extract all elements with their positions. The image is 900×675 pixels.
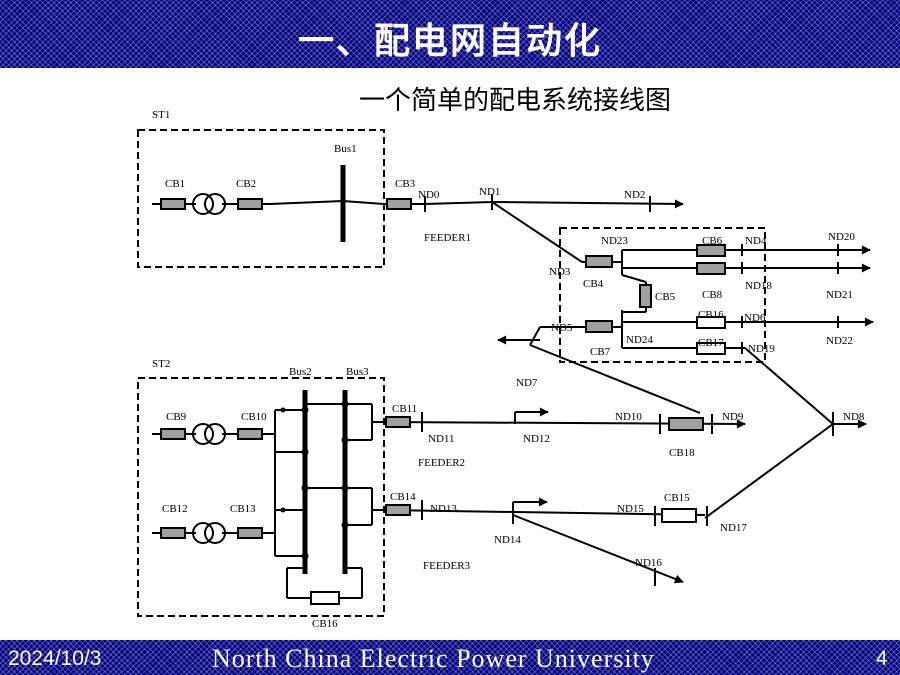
breaker-cb7: [585, 320, 613, 333]
label-feeder2: FEEDER2: [418, 457, 465, 469]
label-nd0: ND0: [418, 189, 440, 201]
transformer-st2-upper: [192, 423, 226, 445]
breaker-cb18: [668, 417, 704, 431]
switch-zone-box: [559, 227, 766, 363]
breaker-cb9: [160, 428, 186, 440]
label-nd1: ND1: [479, 186, 500, 198]
distribution-wiring-diagram: ST1 ST2 Bus1 Bus2 Bus3 FEEDER1 FEEDER2 F…: [137, 109, 874, 630]
breaker-cb5: [639, 284, 652, 308]
label-nd5: ND5: [551, 322, 573, 334]
label-nd8: ND8: [843, 411, 865, 423]
label-feeder3: FEEDER3: [423, 560, 471, 572]
label-bus3: Bus3: [346, 366, 369, 378]
label-nd21: ND21: [826, 289, 853, 301]
label-nd13: ND13: [430, 503, 457, 515]
label-nd10: ND10: [615, 411, 642, 423]
breaker-cb17: [696, 342, 726, 355]
label-cb16-tie: CB16: [312, 618, 338, 630]
label-cb9: CB9: [166, 411, 187, 423]
diagram-subtitle: 一个简单的配电系统接线图: [358, 86, 671, 116]
label-cb5: CB5: [655, 291, 676, 303]
transformer-st1: [192, 193, 226, 215]
label-nd15: ND15: [617, 503, 644, 515]
page-number: 4: [876, 647, 888, 670]
label-nd2: ND2: [624, 189, 645, 201]
label-st1: ST1: [152, 109, 170, 121]
breaker-cb10: [237, 428, 263, 440]
label-nd9: ND9: [722, 411, 744, 423]
breaker-cb1: [160, 198, 186, 210]
label-nd4: ND4: [745, 235, 767, 247]
footer-organization: North China Electric Power University: [212, 644, 655, 673]
breaker-cb3: [386, 198, 412, 210]
label-cb17: CB17: [698, 337, 724, 349]
label-nd12: ND12: [523, 433, 550, 445]
breaker-cb16-zone: [696, 316, 726, 329]
footer-bar: [0, 640, 900, 675]
label-cb4: CB4: [583, 278, 604, 290]
label-cb14: CB14: [390, 491, 416, 503]
label-cb2: CB2: [236, 178, 256, 190]
label-nd16: ND16: [635, 557, 662, 569]
label-nd20: ND20: [828, 231, 855, 243]
label-nd24: ND24: [626, 334, 653, 346]
label-cb12: CB12: [162, 503, 188, 515]
slide-title: 一、配电网自动化: [297, 21, 602, 62]
label-cb10: CB10: [241, 411, 267, 423]
label-cb11: CB11: [392, 403, 417, 415]
label-bus2: Bus2: [289, 366, 312, 378]
station-st2-box: [137, 377, 385, 617]
label-feeder1: FEEDER1: [424, 232, 471, 244]
station-st1-box: [137, 129, 385, 268]
label-nd22: ND22: [826, 335, 853, 347]
label-cb18: CB18: [669, 447, 695, 459]
label-cb6: CB6: [702, 235, 723, 247]
label-nd11: ND11: [428, 433, 454, 445]
label-cb16-zone: CB16: [698, 309, 724, 321]
label-cb15: CB15: [664, 492, 690, 504]
breaker-cb15: [661, 508, 697, 523]
breaker-cb4: [585, 255, 613, 268]
label-nd17: ND17: [720, 522, 747, 534]
breaker-cb2: [237, 198, 263, 210]
breaker-cb11: [385, 416, 411, 428]
label-cb1: CB1: [165, 178, 185, 190]
label-cb8: CB8: [702, 289, 723, 301]
label-nd6: ND6: [744, 312, 766, 324]
breaker-cb8: [696, 262, 726, 275]
label-st2: ST2: [152, 358, 170, 370]
label-cb3: CB3: [395, 178, 416, 190]
label-cb13: CB13: [230, 503, 256, 515]
label-bus1: Bus1: [334, 143, 357, 155]
label-nd14: ND14: [494, 534, 521, 546]
breaker-cb16-tie: [310, 591, 340, 605]
label-nd3: ND3: [549, 266, 571, 278]
breaker-cb6: [696, 244, 726, 257]
transformer-st2-lower: [192, 522, 226, 544]
label-cb7: CB7: [590, 346, 611, 358]
footer-date: 2024/10/3: [8, 647, 102, 670]
breaker-cb12: [160, 527, 186, 539]
label-nd18: ND18: [745, 280, 772, 292]
breaker-cb14: [385, 504, 411, 516]
label-nd19: ND19: [748, 343, 775, 355]
title-bar: [0, 0, 900, 68]
breaker-cb13: [237, 527, 263, 539]
label-nd23: ND23: [601, 235, 628, 247]
label-nd7: ND7: [516, 377, 538, 389]
